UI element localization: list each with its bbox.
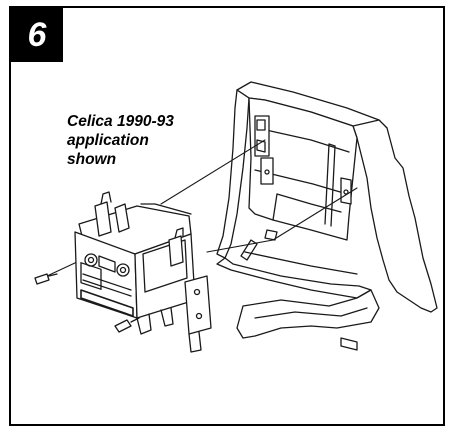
caption-line-3: shown xyxy=(67,151,117,168)
instruction-panel: 6 Celica 1990-93 application shown xyxy=(9,6,445,426)
screw-left xyxy=(34,273,58,285)
step-number-badge: 6 xyxy=(11,8,63,62)
caption: Celica 1990-93 application shown xyxy=(67,112,174,169)
radio-install-kit xyxy=(34,191,212,353)
caption-line-2: application xyxy=(67,132,149,149)
caption-line-1: Celica 1990-93 xyxy=(67,113,174,130)
dash-console-housing xyxy=(216,81,438,351)
installation-illustration xyxy=(34,81,438,353)
screw-bottom xyxy=(114,317,140,333)
